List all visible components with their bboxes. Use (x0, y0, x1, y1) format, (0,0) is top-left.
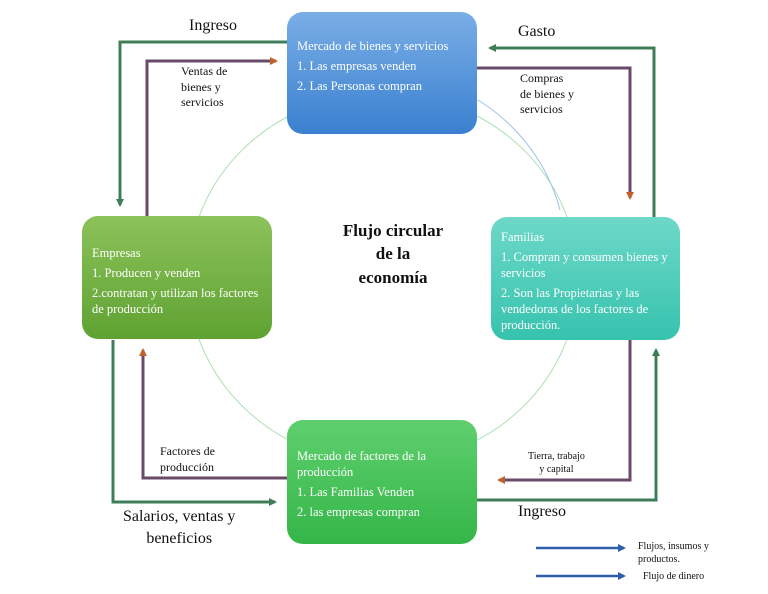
label-line: Salarios, ventas y (123, 508, 236, 525)
box-title: Mercado de bienes y servicios (297, 39, 449, 53)
money-arrow-ingreso-bottom (477, 348, 660, 502)
label-line: beneficios (146, 530, 213, 548)
title-line-3: economía (358, 267, 428, 287)
title-line-2: de la (375, 244, 411, 264)
label-line: Tierra, trabajo (528, 451, 585, 462)
box-line-2: 2. Son las Propietarias y las vendedoras… (501, 286, 649, 332)
label-factores: Factores de producción (160, 444, 215, 475)
box-line-1: 1. Las empresas venden (297, 59, 417, 73)
legend-goods-text: Flujos, insumos y productos. (638, 540, 709, 566)
label-ingreso-top: Ingreso (189, 17, 237, 34)
label-line: bienes y (181, 79, 221, 94)
label-line: Compras (520, 71, 564, 85)
goods-arrow-compras (477, 66, 634, 200)
factor-market-box: Mercado de factores de la producción 1. … (287, 420, 477, 544)
diagram-title: Flujo circular de la economía (325, 219, 461, 289)
label-gasto: Gasto (518, 23, 556, 40)
label-compras: Compras de bienes y servicios (520, 71, 574, 118)
label-line: Ventas de (181, 64, 228, 78)
label-line: Factores de (160, 444, 215, 458)
box-line-2: 2. las empresas compran (297, 505, 420, 519)
label-line: producción (160, 459, 214, 474)
money-arrow-salarios (111, 340, 277, 506)
legend-line: productos. (638, 554, 680, 565)
money-arrow-gasto (488, 44, 656, 217)
label-ingreso-bottom: Ingreso (518, 503, 566, 520)
goods-arrow-ventas (145, 57, 278, 216)
money-arrow-ingreso-top (116, 40, 287, 207)
box-title: Familias (501, 230, 545, 244)
legend-line: Flujos, insumos y (638, 541, 709, 552)
market-goods-services-box: Mercado de bienes y servicios 1. Las emp… (287, 12, 477, 134)
title-line-1: Flujo circular (342, 221, 444, 240)
families-box: Familias 1. Compran y consumen bienes y … (491, 217, 680, 340)
legend-money-text: Flujo de dinero (643, 571, 705, 582)
box-line-1: 1. Compran y consumen bienes y servicios (501, 250, 668, 280)
label-tierra: Tierra, trabajo y capital (528, 450, 585, 476)
firms-box: Empresas 1. Producen y venden 2.contrata… (82, 216, 272, 339)
goods-arrow-factores (139, 348, 287, 480)
label-ventas: Ventas de bienes y servicios (181, 64, 227, 111)
goods-arrow-tierra (497, 340, 632, 484)
box-line-1: 1. Las Familias Venden (297, 485, 415, 499)
box-title: Mercado de factores de la producción (297, 449, 427, 479)
label-line: servicios (181, 95, 224, 110)
box-line-2: 2. Las Personas compran (297, 79, 422, 93)
circle-blue-segment (477, 99, 561, 211)
label-line: servicios (520, 102, 563, 117)
box-line-2: 2.contratan y utilizan los factores de p… (92, 286, 259, 316)
box-line-1: 1. Producen y venden (92, 266, 201, 280)
box-title: Empresas (92, 246, 141, 260)
label-salarios: Salarios, ventas y beneficios (123, 506, 235, 551)
label-line: de bienes y (520, 86, 574, 101)
label-line: y capital (539, 464, 574, 475)
